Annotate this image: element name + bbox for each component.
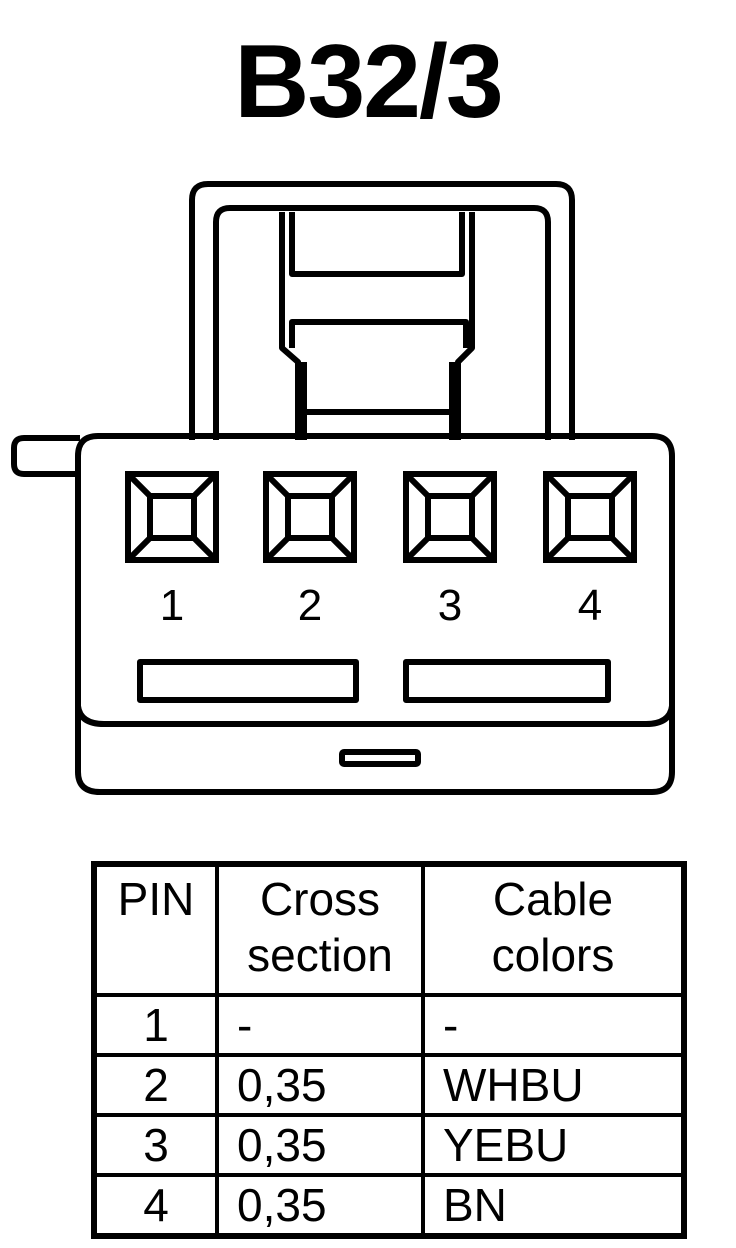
housing-lip (75, 705, 675, 727)
pin-number: 4 (92, 1173, 219, 1238)
table-row: 4 0,35 BN (92, 1173, 686, 1238)
cable-color-value: WHBU (421, 1053, 686, 1117)
pin-table-header: PIN Cross section Cable colors (92, 862, 686, 997)
latch-tab-inner (289, 319, 469, 440)
latch-tab (279, 212, 475, 440)
side-key (11, 435, 80, 477)
table-row: 2 0,35 WHBU (92, 1053, 686, 1117)
bottom-slot (339, 749, 421, 767)
pin-cavity-1 (125, 471, 219, 563)
housing (75, 433, 675, 795)
connector-title: B32/3 (234, 24, 504, 140)
pin-cavity-4 (543, 471, 637, 563)
pin-label-3: 3 (438, 581, 462, 630)
cable-color-value: YEBU (421, 1113, 686, 1177)
key-bar-right (403, 659, 611, 703)
pin-number: 1 (92, 993, 219, 1057)
pin-label-1: 1 (160, 581, 184, 630)
pin-label-2: 2 (298, 581, 322, 630)
table-row: 1 - - (92, 993, 686, 1057)
header-cross-section: Cross section (215, 862, 425, 997)
latch-outer (189, 181, 575, 440)
pin-number: 3 (92, 1113, 219, 1177)
latch-inner (213, 205, 551, 440)
header-pin: PIN (92, 862, 219, 997)
cross-section-value: 0,35 (215, 1053, 425, 1117)
cross-section-value: 0,35 (215, 1113, 425, 1177)
pin-table: PIN Cross section Cable colors 1 - - 2 0… (91, 861, 687, 1239)
pin-number: 2 (92, 1053, 219, 1117)
key-bar-left (137, 659, 359, 703)
pin-cavity-2 (263, 471, 357, 563)
pin-cavity-3 (403, 471, 497, 563)
cable-color-value: - (421, 993, 686, 1057)
header-cable-colors: Cable colors (421, 862, 686, 997)
cross-section-value: - (215, 993, 425, 1057)
cross-section-value: 0,35 (215, 1173, 425, 1238)
connector-diagram: 1 2 3 4 (11, 181, 675, 795)
cable-color-value: BN (421, 1173, 686, 1238)
table-row: 3 0,35 YEBU (92, 1113, 686, 1177)
pin-label-4: 4 (578, 581, 602, 630)
